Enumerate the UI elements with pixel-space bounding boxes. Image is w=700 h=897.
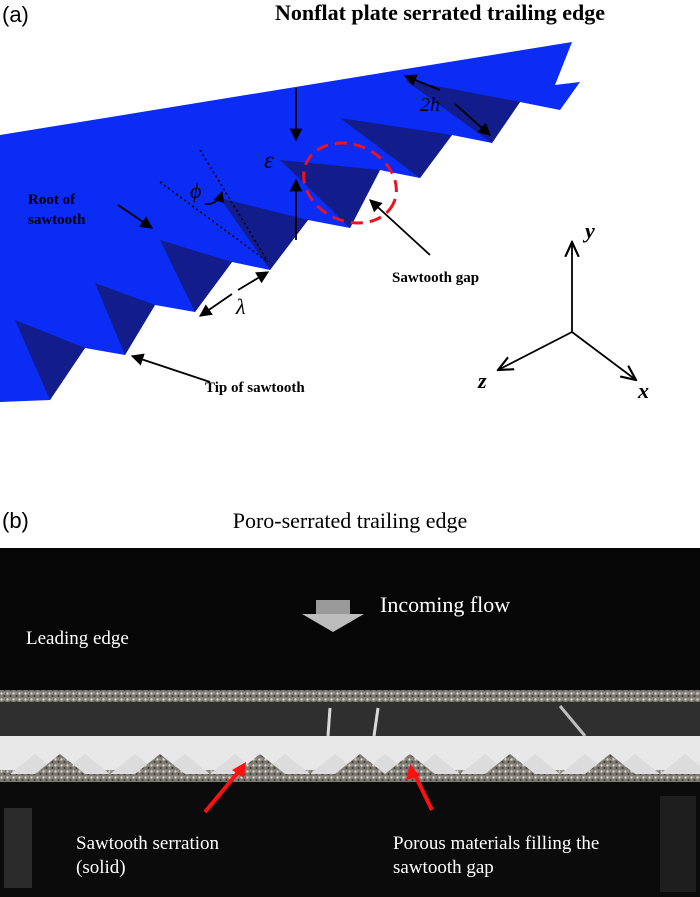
phi-arc	[204, 190, 225, 205]
gap-arrow	[369, 199, 431, 256]
two-h-label: 2h	[420, 94, 440, 116]
porous-label-line2: sawtooth gap	[393, 857, 494, 878]
phi-dotted-line-1	[199, 149, 269, 263]
panel-a-label: (a)	[2, 2, 29, 27]
leading-edge-label: Leading edge	[26, 628, 129, 649]
root-label-line2: sawtooth	[28, 212, 86, 228]
photo-illustration	[0, 548, 700, 897]
gap-highlight-circle	[302, 141, 398, 225]
incoming-flow-arrow	[302, 600, 364, 632]
leading-edge-strip	[0, 690, 700, 702]
sawtooth-gap-label: Sawtooth gap	[392, 270, 480, 286]
root-arrow	[117, 204, 154, 229]
plate-surface	[0, 702, 700, 736]
root-label-line1: Root of	[28, 192, 76, 208]
lambda-arrow-1	[198, 293, 233, 317]
serration-label-line2: (solid)	[76, 857, 126, 878]
serration-label-line1: Sawtooth serration	[76, 833, 220, 854]
panel-b-title: Poro-serrated trailing edge	[232, 508, 468, 533]
porous-red-arrow	[412, 772, 434, 811]
tip-label: Tip of sawtooth	[205, 380, 305, 396]
serration-label: Sawtooth serration (solid)	[76, 832, 219, 880]
axis-x-label: x	[638, 378, 649, 403]
experiment-photo	[0, 548, 700, 897]
lambda-label: λ	[236, 294, 246, 319]
incoming-flow-label: Incoming flow	[380, 592, 511, 617]
porous-label: Porous materials filling the sawtooth ga…	[393, 832, 599, 880]
axis-y-label: y	[585, 218, 595, 243]
two-h-arrow-left	[403, 74, 441, 91]
two-h-arrow-right	[454, 103, 491, 136]
epsilon-label: ε	[264, 148, 274, 174]
phi-label: ϕ	[190, 178, 202, 203]
panel-b-label: (b)	[2, 508, 29, 533]
lambda-arrow-2	[237, 271, 270, 291]
coordinate-axes	[498, 242, 636, 380]
axis-z-label: z	[478, 368, 487, 393]
tip-arrow	[130, 353, 211, 383]
panel-a-title: Nonflat plate serrated trailing edge	[275, 0, 605, 25]
serration-red-arrow	[203, 768, 242, 814]
serrated-plate-diagram	[0, 42, 700, 402]
porous-label-line1: Porous materials filling the	[393, 833, 600, 854]
root-label: Root of sawtooth	[28, 190, 86, 230]
